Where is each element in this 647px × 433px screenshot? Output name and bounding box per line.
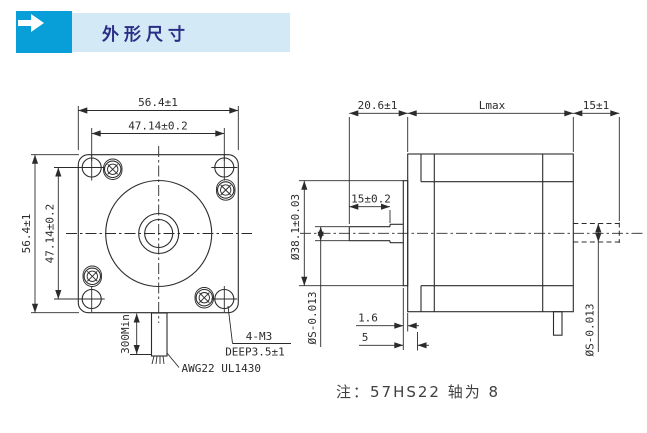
dim-body-length: Lmax bbox=[479, 99, 506, 112]
dim-rear-shaft-diameter: ØS-0.013 bbox=[584, 304, 597, 357]
mounting-holes bbox=[78, 154, 238, 312]
page-title: 外形尺寸 bbox=[102, 25, 190, 45]
header-accent-box bbox=[16, 11, 72, 53]
dim-width-outer: 56.4±1 bbox=[138, 96, 178, 109]
rear-lead-cable bbox=[552, 311, 563, 336]
right-arrow-icon bbox=[18, 14, 44, 32]
dim-front-shaft-length: 20.6±1 bbox=[358, 99, 398, 112]
lead-cable bbox=[150, 312, 168, 357]
mounting-hole-leader bbox=[227, 305, 233, 344]
lead-wire-leader bbox=[166, 352, 180, 368]
dim-rear-shaft-length: 15±1 bbox=[583, 99, 610, 112]
mounting-hole-label-line1: 4-M3 bbox=[246, 330, 273, 343]
front-view: 56.4±1 47.14±0.2 56.4±1 47.14±0.2 300Min bbox=[20, 96, 291, 375]
dim-height-inner: 47.14±0.2 bbox=[44, 204, 57, 264]
dim-lead-length: 300Min bbox=[119, 314, 132, 354]
dim-front-shaft-diameter: ØS-0.013 bbox=[306, 292, 319, 345]
assembly-screws bbox=[82, 158, 236, 309]
lead-wires bbox=[151, 355, 165, 365]
mounting-hole-label-line2: DEEP3.5±1 bbox=[225, 346, 285, 359]
dim-shaft-flat-length: 15±0.2 bbox=[351, 193, 391, 206]
rear-shaft-hidden bbox=[573, 222, 620, 243]
note-text: 注：57HS22 轴为 8 bbox=[336, 383, 501, 401]
dim-width-inner: 47.14±0.2 bbox=[128, 120, 188, 133]
dim-height-outer: 56.4±1 bbox=[20, 214, 33, 254]
dim-flange-thickness: 5 bbox=[362, 331, 369, 344]
lead-wire-label: AWG22 UL1430 bbox=[182, 362, 261, 375]
front-shaft bbox=[348, 223, 404, 244]
side-view: 20.6±1 Lmax 15±1 15±0.2 Ø38.1±0.03 ØS-0.… bbox=[289, 99, 644, 357]
header-banner: 外形尺寸 bbox=[72, 13, 290, 52]
dim-pilot-diameter: Ø38.1±0.03 bbox=[289, 194, 302, 260]
dim-pilot-boss-depth: 1.6 bbox=[358, 312, 378, 325]
